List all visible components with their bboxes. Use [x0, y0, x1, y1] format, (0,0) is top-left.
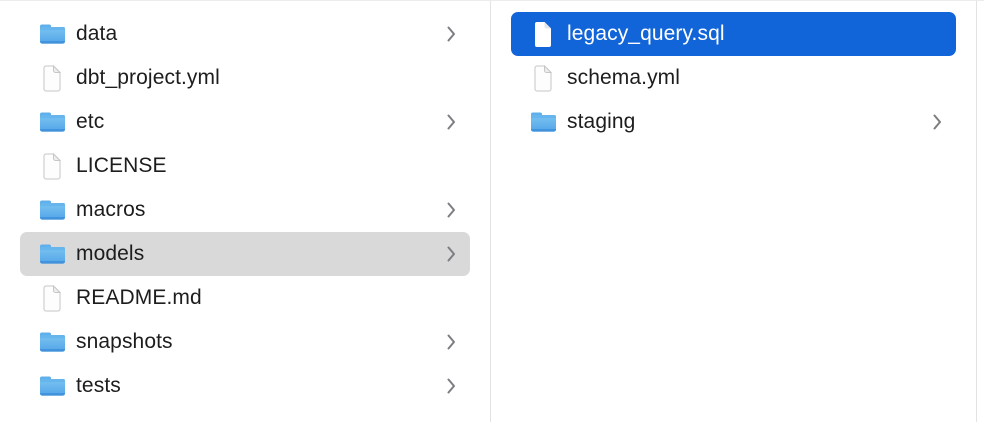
finder-item-schema-yml[interactable]: schema.yml	[511, 56, 956, 100]
finder-item-models-selected[interactable]: models	[20, 232, 470, 276]
file-name: etc	[76, 110, 105, 133]
file-name: data	[76, 22, 118, 45]
finder-item-readme-md[interactable]: README.md	[20, 276, 470, 320]
finder-item-etc[interactable]: etc	[20, 100, 470, 144]
finder-item-dbt-project-yml[interactable]: dbt_project.yml	[20, 56, 470, 100]
file-name: snapshots	[76, 330, 173, 353]
file-name: tests	[76, 374, 121, 397]
folder-icon	[38, 23, 66, 45]
chevron-right-icon	[447, 114, 456, 130]
file-name: dbt_project.yml	[76, 66, 220, 89]
document-icon	[38, 64, 66, 92]
file-list-left: data dbt_project.yml etc	[0, 1, 490, 408]
document-icon	[38, 152, 66, 180]
folder-icon	[38, 375, 66, 397]
finder-item-legacy-query-sql-selected[interactable]: legacy_query.sql	[511, 12, 956, 56]
document-icon	[529, 21, 557, 48]
chevron-right-icon	[447, 378, 456, 394]
file-name: staging	[567, 110, 636, 133]
folder-icon	[38, 111, 66, 133]
chevron-right-icon	[447, 26, 456, 42]
chevron-right-icon	[933, 114, 942, 130]
file-name: schema.yml	[567, 66, 681, 89]
file-name: LICENSE	[76, 154, 167, 177]
chevron-right-icon	[447, 334, 456, 350]
file-name: macros	[76, 198, 146, 221]
finder-item-data[interactable]: data	[20, 12, 470, 56]
document-icon	[529, 64, 557, 92]
file-name: models	[76, 242, 145, 265]
finder-item-license[interactable]: LICENSE	[20, 144, 470, 188]
finder-item-macros[interactable]: macros	[20, 188, 470, 232]
finder-item-tests[interactable]: tests	[20, 364, 470, 408]
finder-column-right: legacy_query.sql schema.yml staging	[491, 1, 977, 422]
finder-item-snapshots[interactable]: snapshots	[20, 320, 470, 364]
chevron-right-icon	[447, 202, 456, 218]
document-icon	[38, 284, 66, 312]
chevron-right-icon	[447, 246, 456, 262]
finder-item-staging[interactable]: staging	[511, 100, 956, 144]
folder-icon	[38, 243, 66, 265]
folder-icon	[529, 111, 557, 133]
file-list-right: legacy_query.sql schema.yml staging	[491, 1, 976, 144]
folder-icon	[38, 199, 66, 221]
folder-icon	[38, 331, 66, 353]
file-name: legacy_query.sql	[567, 22, 725, 45]
finder-column-left: data dbt_project.yml etc	[0, 1, 491, 422]
file-name: README.md	[76, 286, 202, 309]
